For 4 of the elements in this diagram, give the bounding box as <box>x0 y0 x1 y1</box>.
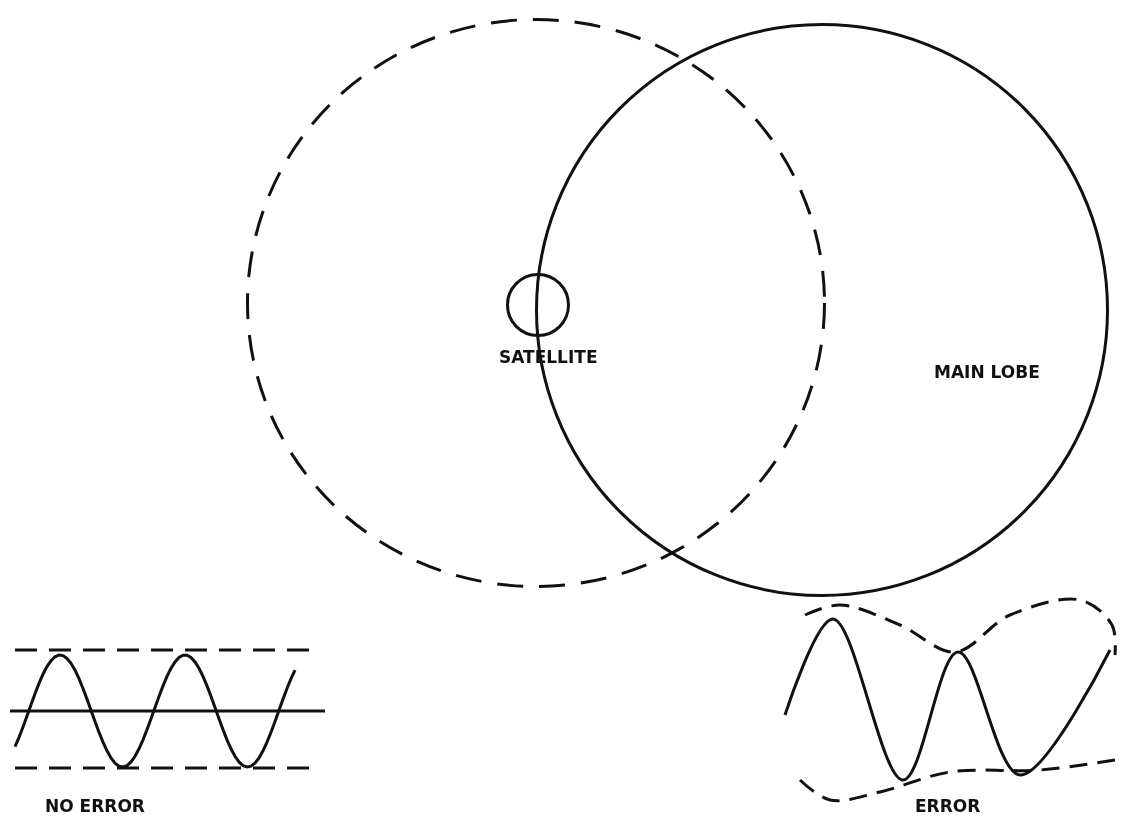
caption: ERROR <box>915 796 981 816</box>
circle-label: MAIN LOBE <box>934 362 1040 382</box>
caption: NO ERROR <box>45 796 145 816</box>
dashed-circle <box>246 18 826 588</box>
